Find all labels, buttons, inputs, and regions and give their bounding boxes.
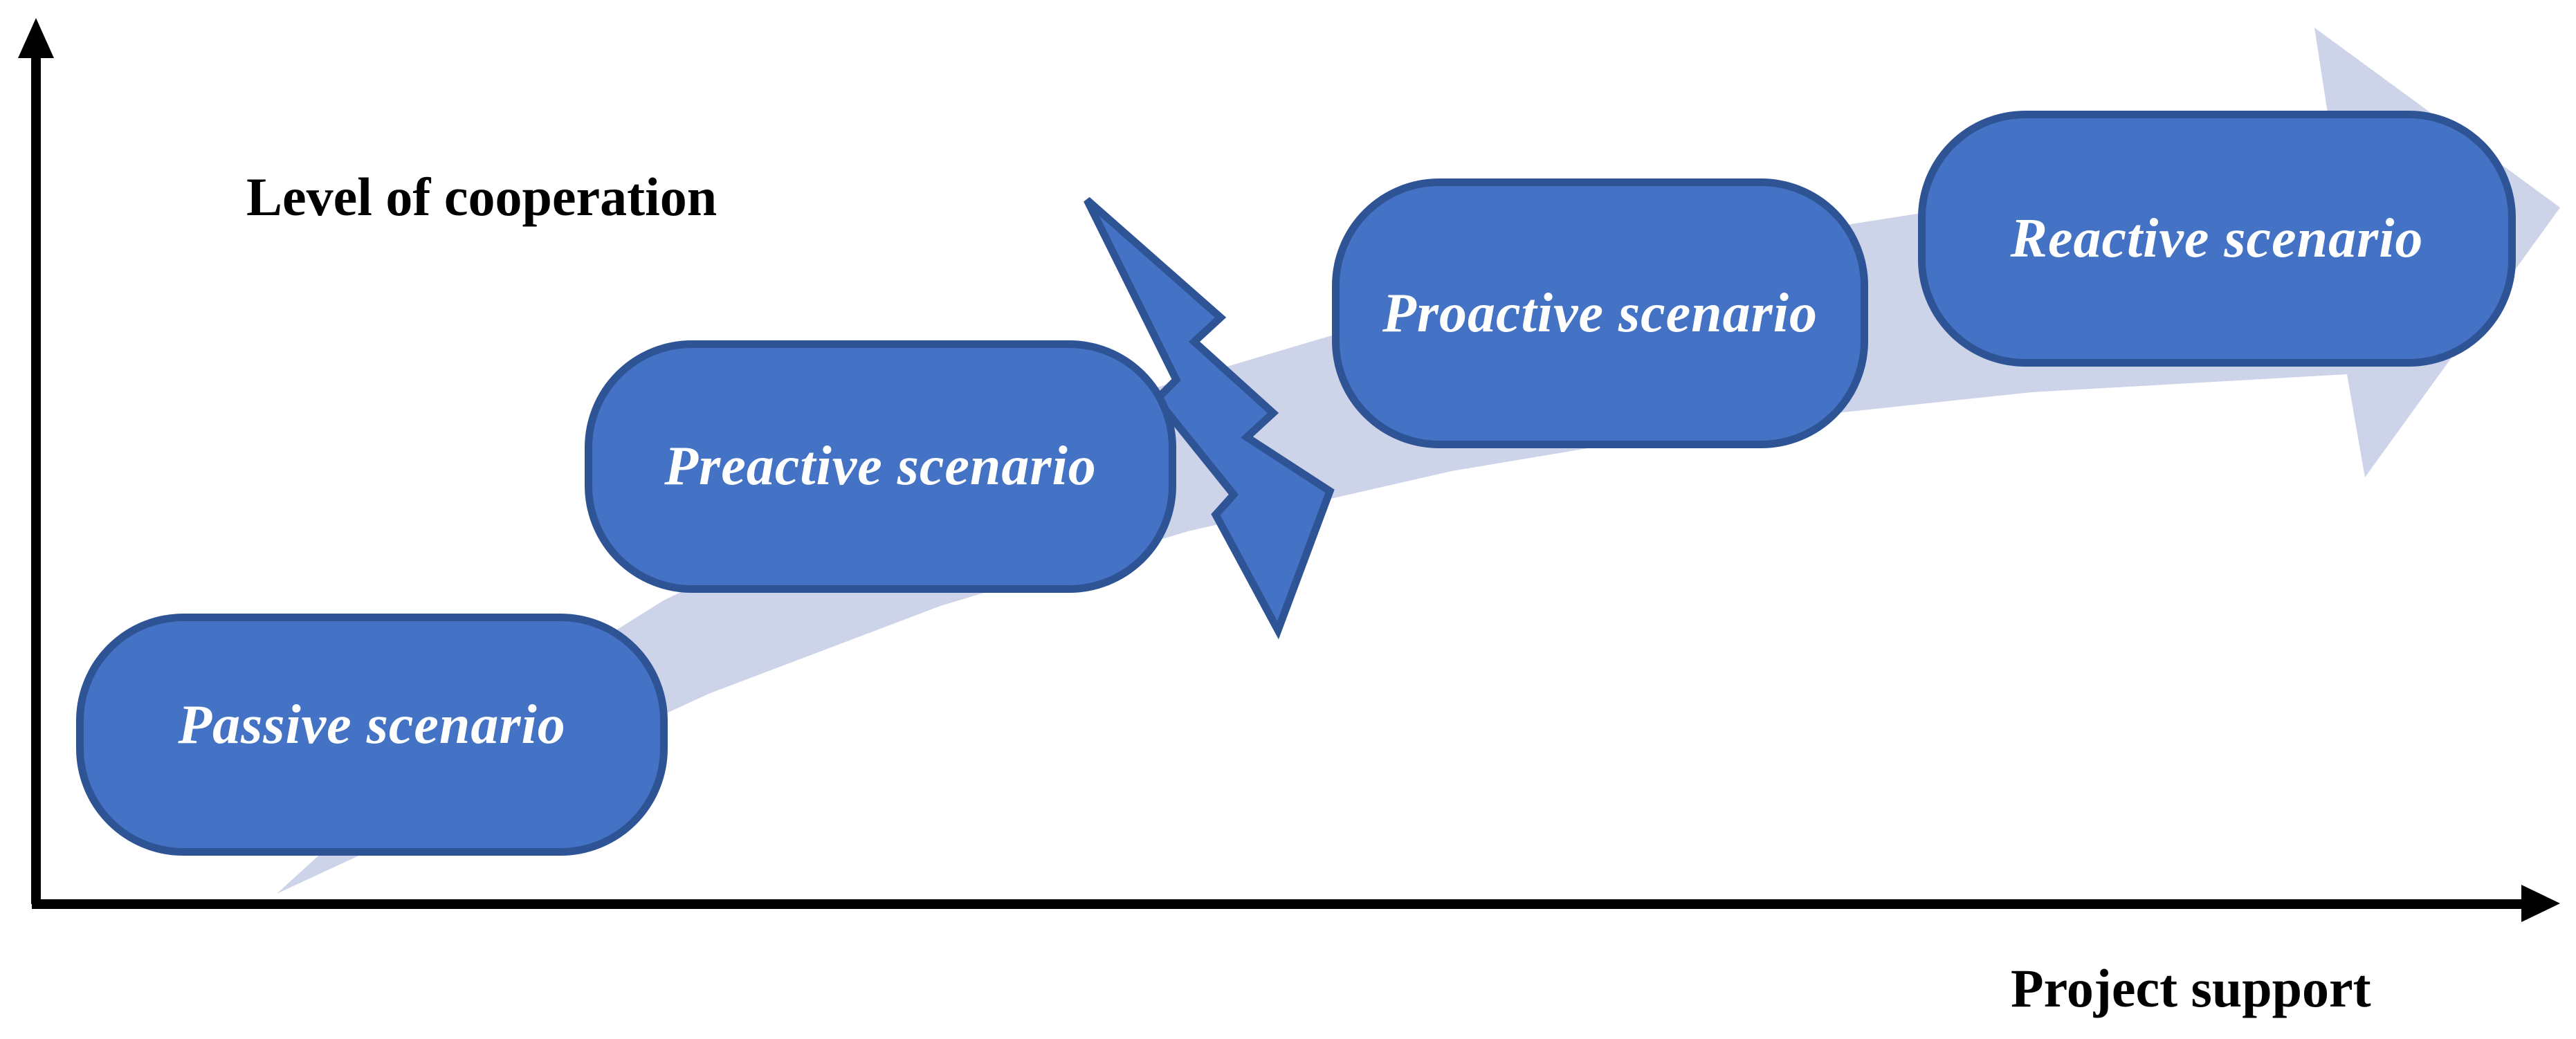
scenario-box-proactive: Proactive scenario xyxy=(1332,178,1868,448)
scenario-box-passive: Passive scenario xyxy=(76,614,668,856)
scenario-label-preactive: Preactive scenario xyxy=(664,436,1097,497)
scenario-label-passive: Passive scenario xyxy=(178,694,566,755)
scenario-label-proactive: Proactive scenario xyxy=(1382,282,1818,344)
scenario-box-preactive: Preactive scenario xyxy=(585,340,1176,593)
scenario-box-reactive: Reactive scenario xyxy=(1918,111,2516,367)
y-axis-arrowhead xyxy=(18,18,54,58)
y-axis-title: Level of cooperation xyxy=(246,167,718,227)
x-axis-title: Project support xyxy=(2011,958,2371,1018)
scenario-label-reactive: Reactive scenario xyxy=(2010,208,2424,269)
x-axis-arrowhead xyxy=(2521,885,2560,922)
